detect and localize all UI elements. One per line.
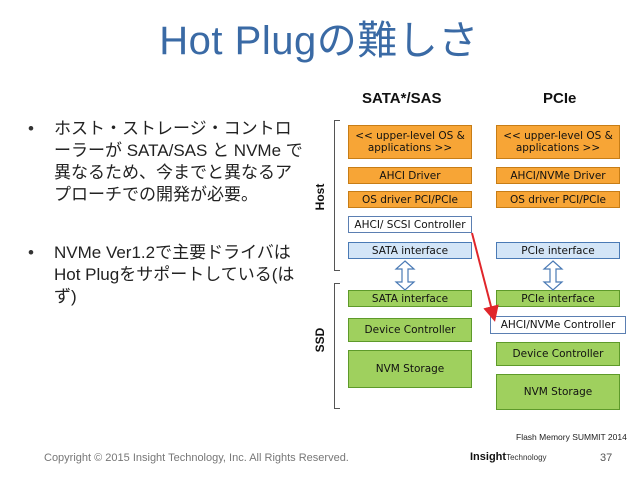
right-host-interface-box: PCIe interface [496,242,620,259]
ssd-bracket-tick [334,283,340,284]
bullet-list: • ホスト・ストレージ・コントローラーが SATA/SAS と NVMe で異な… [28,118,303,332]
right-controller-box: AHCI/NVMe Controller [490,316,626,334]
left-os-apps-box: << upper-level OS & applications >> [348,125,472,159]
right-os-apps-box: << upper-level OS & applications >> [496,125,620,159]
company-logo: InsightTechnology [470,451,547,463]
left-driver-box: AHCI Driver [348,167,472,184]
host-bracket-tick [334,270,340,271]
logo-text: Technology [506,453,547,462]
bullet-item: • NVMe Ver1.2で主要ドライバはHot Plugをサポートしている(は… [28,242,303,308]
bullet-text: ホスト・ストレージ・コントローラーが SATA/SAS と NVMe で異なるた… [54,119,303,204]
page-number: 37 [600,452,613,464]
ssd-bracket-tick [334,408,340,409]
bullet-item: • ホスト・ストレージ・コントローラーが SATA/SAS と NVMe で異な… [28,118,303,206]
right-storage-box: NVM Storage [496,374,620,410]
source-credit: Flash Memory SUMMIT 2014 [516,432,627,442]
host-bracket [334,120,335,270]
left-double-arrow-icon [394,260,416,291]
left-host-interface-box: SATA interface [348,242,472,259]
right-os-driver-box: OS driver PCI/PCIe [496,191,620,208]
right-driver-box: AHCI/NVMe Driver [496,167,620,184]
bullet-dot-icon: • [28,243,34,262]
right-ssd-interface-box: PCIe interface [496,290,620,307]
left-device-controller-box: Device Controller [348,318,472,342]
right-device-controller-box: Device Controller [496,342,620,366]
right-double-arrow-icon [542,260,564,291]
slide-title: Hot Plugの難しさ [159,19,479,63]
host-bracket-tick [334,120,340,121]
column-title-sata: SATA*/SAS [362,90,442,107]
column-title-pcie: PCIe [543,90,577,107]
bullet-text: NVMe Ver1.2で主要ドライバはHot Plugをサポートしている(はず) [54,243,295,306]
left-ssd-interface-box: SATA interface [348,290,472,307]
logo-bold-text: Insight [470,451,507,463]
left-controller-box: AHCI/ SCSI Controller [348,216,472,233]
left-storage-box: NVM Storage [348,350,472,388]
copyright-text: Copyright © 2015 Insight Technology, Inc… [44,452,349,464]
ssd-bracket [334,283,335,408]
left-os-driver-box: OS driver PCI/PCIe [348,191,472,208]
bullet-dot-icon: • [28,119,34,138]
controller-move-arrow-icon [471,232,499,322]
